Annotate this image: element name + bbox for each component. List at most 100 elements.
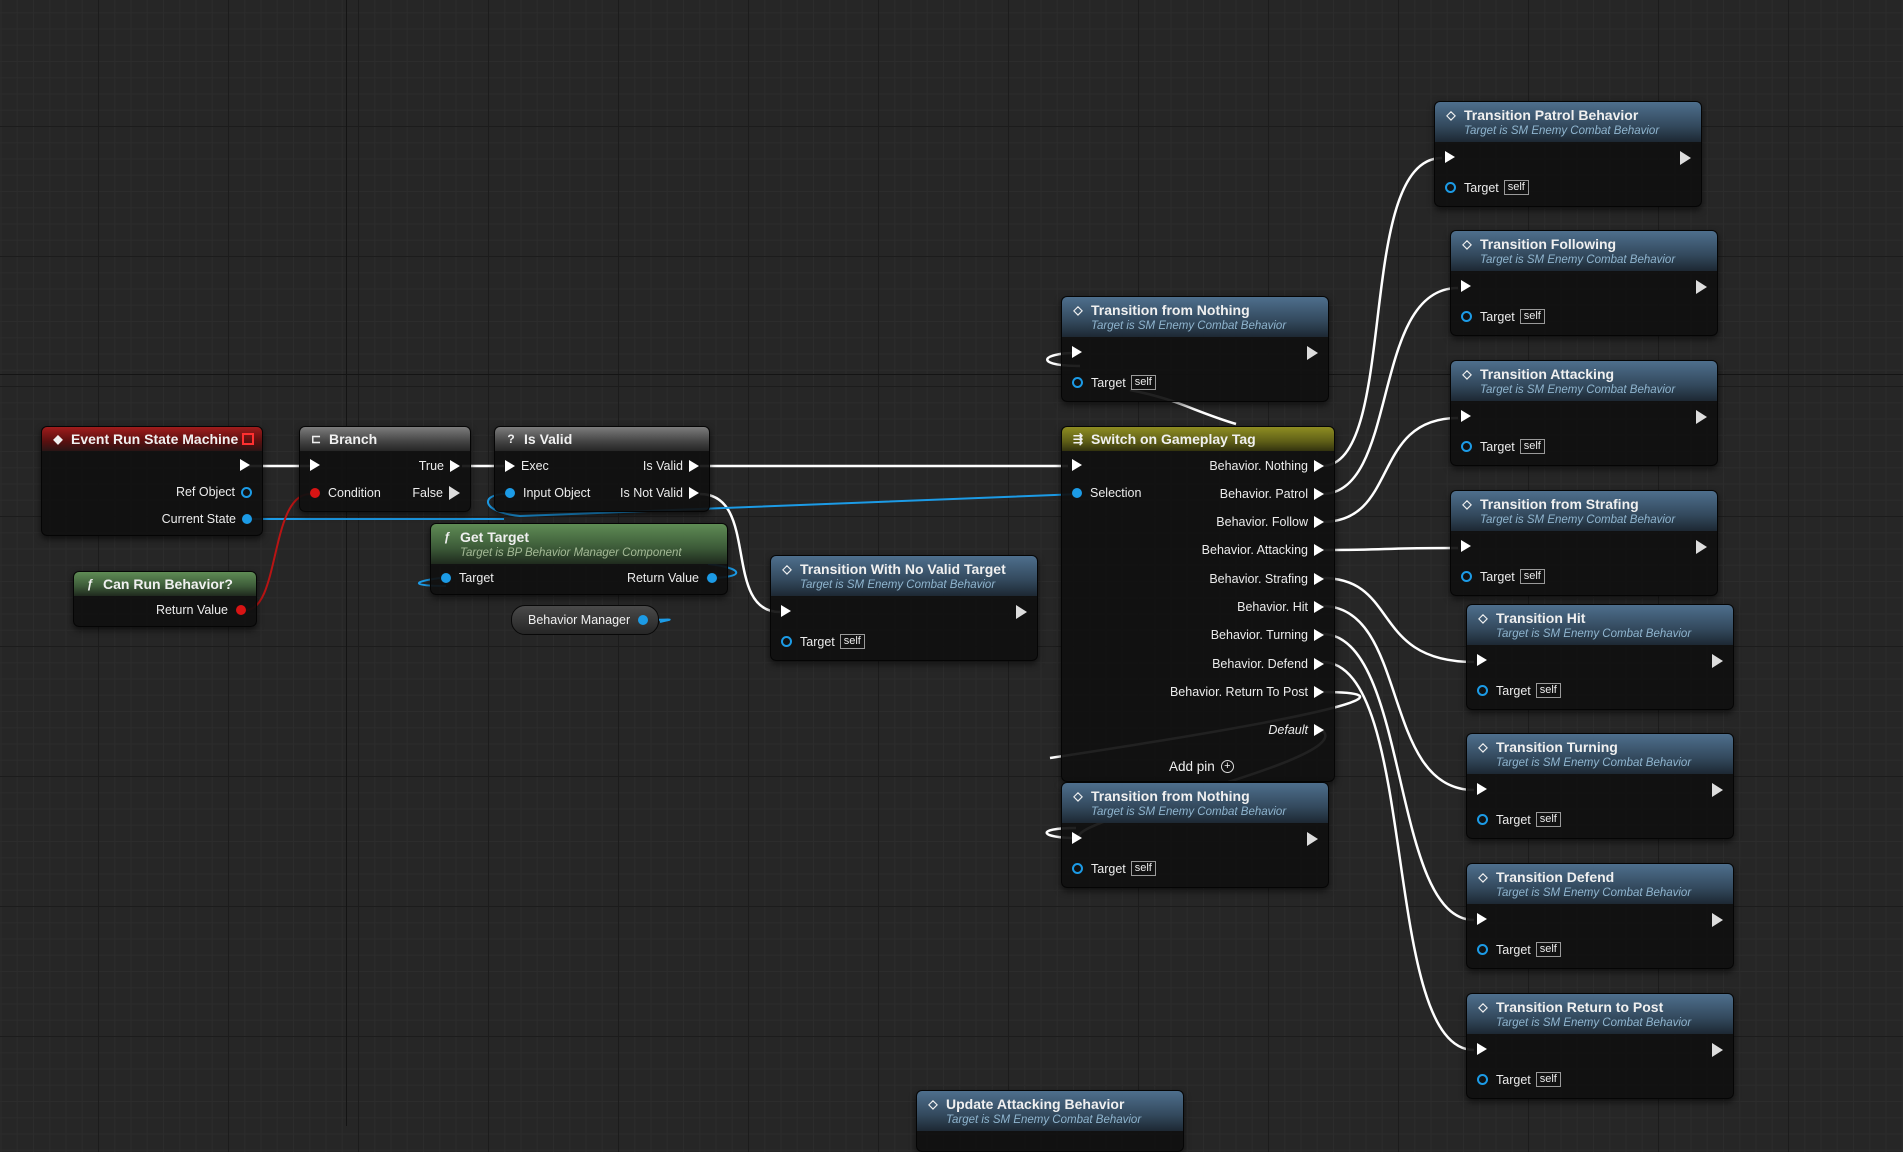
- exec-in-pin[interactable]: [781, 605, 791, 617]
- switch-output-pin[interactable]: Behavior. Attacking: [1202, 543, 1324, 557]
- transition-no-valid-target-node[interactable]: ◇ Transition With No Valid Target Target…: [770, 555, 1038, 661]
- exec-in-pin[interactable]: [1477, 913, 1487, 925]
- switch-output-pin[interactable]: Behavior. Hit: [1237, 600, 1324, 614]
- exec-out-pin[interactable]: [1696, 280, 1707, 294]
- condition-pin[interactable]: Condition: [310, 486, 381, 500]
- node-title: Event Run State Machine: [71, 431, 239, 447]
- pin-label: Target: [1496, 812, 1531, 827]
- switch-output-pin[interactable]: Behavior. Turning: [1211, 628, 1324, 642]
- exec-in-pin[interactable]: [1461, 540, 1471, 552]
- function-diamond-icon: ◇: [1478, 740, 1488, 754]
- true-pin[interactable]: True: [419, 459, 460, 473]
- exec-out-pin[interactable]: [1712, 783, 1723, 797]
- exec-arrow-icon: [1314, 544, 1324, 556]
- behavior-manager-variable[interactable]: Behavior Manager: [511, 605, 660, 635]
- transition-following-node[interactable]: ◇Transition Following Target is SM Enemy…: [1450, 230, 1718, 336]
- exec-in-pin[interactable]: [1461, 410, 1471, 422]
- exec-out-pin[interactable]: [1712, 1043, 1723, 1057]
- transition-defend-node[interactable]: ◇Transition Defend Target is SM Enemy Co…: [1466, 863, 1734, 969]
- update-attacking-behavior-node[interactable]: ◇Update Attacking Behavior Target is SM …: [916, 1090, 1184, 1152]
- function-diamond-icon: ◇: [1462, 237, 1472, 251]
- is-valid-pin[interactable]: Is Valid: [643, 459, 699, 473]
- is-not-valid-pin[interactable]: Is Not Valid: [620, 486, 699, 500]
- transition-turning-node[interactable]: ◇Transition Turning Target is SM Enemy C…: [1466, 733, 1734, 839]
- exec-arrow-icon: [310, 459, 320, 471]
- transition-from-strafing-node[interactable]: ◇Transition from Strafing Target is SM E…: [1450, 490, 1718, 596]
- exec-in-pin[interactable]: [310, 459, 320, 471]
- function-diamond-icon: ◇: [1073, 303, 1083, 317]
- exec-in-pin[interactable]: [1477, 1043, 1487, 1055]
- exec-in-pin[interactable]: Exec: [505, 459, 549, 473]
- exec-in-pin[interactable]: [1461, 280, 1471, 292]
- exec-out-pin[interactable]: [1307, 346, 1318, 360]
- plus-icon: +: [1220, 760, 1234, 773]
- node-header: ◇Transition Turning Target is SM Enemy C…: [1467, 734, 1733, 774]
- target-pin[interactable]: Target self: [781, 634, 865, 649]
- object-pin-icon: [1477, 685, 1488, 696]
- exec-in-pin[interactable]: [1072, 346, 1082, 358]
- target-pin[interactable]: Target: [441, 571, 494, 585]
- exec-in-pin[interactable]: [1072, 832, 1082, 844]
- switch-on-gameplay-tag-node[interactable]: ⇶ Switch on Gameplay Tag Selection Behav…: [1061, 426, 1335, 782]
- exec-in-pin[interactable]: [1477, 654, 1487, 666]
- default-pin[interactable]: Default: [1268, 723, 1324, 737]
- switch-output-pin[interactable]: Behavior. Strafing: [1209, 572, 1324, 586]
- return-value-pin[interactable]: Return Value: [627, 571, 717, 585]
- add-pin-button[interactable]: Add pin +: [1169, 759, 1234, 774]
- transition-return-to-post-node[interactable]: ◇Transition Return to Post Target is SM …: [1466, 993, 1734, 1099]
- transition-attacking-node[interactable]: ◇Transition Attacking Target is SM Enemy…: [1450, 360, 1718, 466]
- pin-label: Default: [1268, 723, 1308, 737]
- exec-out-pin[interactable]: [1680, 151, 1691, 165]
- exec-out-pin[interactable]: [240, 459, 250, 471]
- exec-out-pin[interactable]: [1016, 605, 1027, 619]
- get-target-node[interactable]: ƒ Get Target Target is BP Behavior Manag…: [430, 523, 728, 595]
- transition-patrol-behavior-node[interactable]: ◇Transition Patrol Behavior Target is SM…: [1434, 101, 1702, 207]
- is-valid-node[interactable]: ? Is Valid Exec Is Valid Input Object Is…: [494, 426, 710, 512]
- exec-in-pin[interactable]: [1477, 783, 1487, 795]
- branch-node[interactable]: ⊏ Branch True Condition False: [299, 426, 471, 512]
- ref-object-pin[interactable]: Ref Object: [176, 485, 252, 499]
- exec-arrow-icon: [1477, 913, 1487, 925]
- current-state-pin[interactable]: Current State: [162, 512, 252, 526]
- selection-pin[interactable]: Selection: [1072, 486, 1141, 500]
- node-subtitle: Target is SM Enemy Combat Behavior: [1496, 757, 1692, 769]
- exec-in-pin[interactable]: [1445, 151, 1455, 163]
- switch-output-pin[interactable]: Behavior. Defend: [1212, 657, 1324, 671]
- bool-pin-icon: [310, 488, 320, 498]
- event-run-state-machine-node[interactable]: ◆ Event Run State Machine Ref Object Cur…: [41, 426, 263, 536]
- exec-in-pin[interactable]: [1072, 459, 1082, 471]
- exec-out-pin[interactable]: [1712, 913, 1723, 927]
- transition-hit-node[interactable]: ◇Transition Hit Target is SM Enemy Comba…: [1466, 604, 1734, 710]
- transition-from-nothing-top-node[interactable]: ◇ Transition from Nothing Target is SM E…: [1061, 296, 1329, 402]
- exec-out-pin[interactable]: [1696, 410, 1707, 424]
- switch-output-pin[interactable]: Behavior. Follow: [1216, 515, 1324, 529]
- exec-arrow-icon: [1072, 459, 1082, 471]
- pin-label: Return Value: [626, 571, 699, 585]
- function-diamond-icon: ◇: [1478, 870, 1488, 884]
- return-value-pin[interactable]: Return Value: [156, 603, 246, 617]
- switch-output-pin[interactable]: Behavior. Return To Post: [1170, 685, 1324, 699]
- switch-output-pin[interactable]: Behavior. Nothing: [1209, 459, 1324, 473]
- exec-out-pin[interactable]: [1307, 832, 1318, 846]
- false-pin[interactable]: False: [412, 486, 460, 500]
- switch-output-pin[interactable]: Behavior. Patrol: [1220, 487, 1324, 501]
- exec-out-pin[interactable]: [1696, 540, 1707, 554]
- node-header: ƒ Can Run Behavior?: [74, 572, 256, 596]
- exec-out-pin[interactable]: [1712, 654, 1723, 668]
- can-run-behavior-node[interactable]: ƒ Can Run Behavior? Return Value: [73, 571, 257, 627]
- delegate-pin-icon[interactable]: [242, 433, 254, 445]
- target-pin[interactable]: Target self: [1072, 861, 1156, 876]
- transition-from-nothing-bottom-node[interactable]: ◇ Transition from Nothing Target is SM E…: [1061, 782, 1329, 888]
- input-object-pin[interactable]: Input Object: [505, 486, 590, 500]
- object-pin-icon: [1445, 182, 1456, 193]
- target-pin[interactable]: Target self: [1072, 375, 1156, 390]
- object-pin-icon: [1072, 488, 1082, 498]
